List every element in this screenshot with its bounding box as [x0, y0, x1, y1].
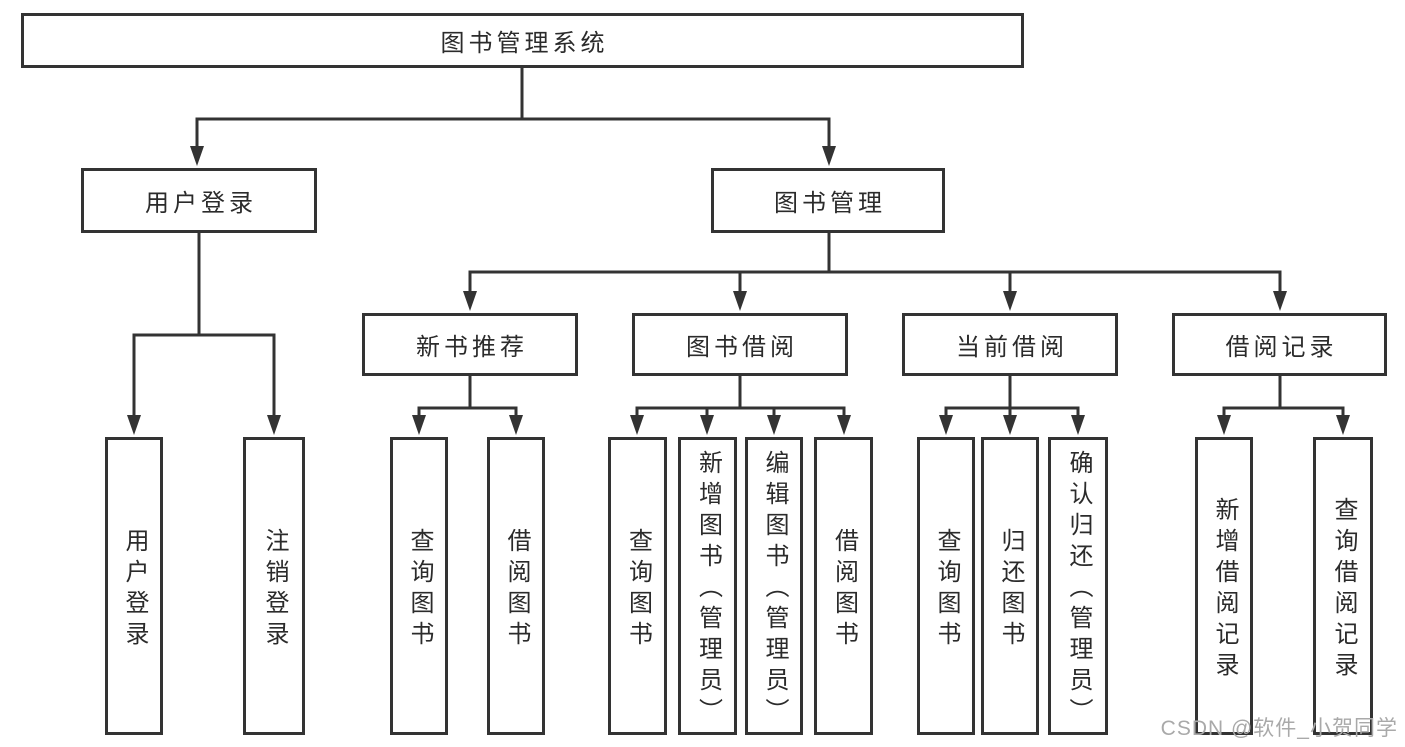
node-user-login: 用户登录 [81, 168, 317, 233]
node-label: 借阅图书 [503, 527, 530, 652]
node-leaf-recommend-query-books: 查询图书 [390, 437, 448, 735]
node-book-borrowing: 图书借阅 [632, 313, 848, 376]
connector-book-management-to-level3 [463, 231, 1287, 311]
node-label: 查询借阅记录 [1330, 496, 1357, 683]
node-leaf-user-login: 用户登录 [105, 437, 163, 735]
node-label: 用户登录 [121, 527, 148, 652]
node-leaf-query-borrow-record: 查询借阅记录 [1313, 437, 1373, 735]
node-label: 查询图书 [933, 527, 960, 652]
connector-user-login-to-leaves [127, 231, 281, 435]
node-label: 借阅图书 [830, 527, 858, 652]
node-leaf-confirm-return-admin: 确认归还（管理员） [1048, 437, 1108, 735]
node-label: 借阅记录 [1225, 334, 1338, 361]
connector-records-to-leaves [1217, 374, 1350, 435]
node-label: 图书管理 [774, 190, 886, 217]
node-book-management: 图书管理 [711, 168, 945, 233]
node-borrowing-records: 借阅记录 [1172, 313, 1387, 376]
node-label: 图书借阅 [686, 334, 798, 361]
node-leaf-add-books-admin: 新增图书（管理员） [678, 437, 737, 735]
node-label: 注销登录 [261, 527, 288, 652]
node-library-management-system: 图书管理系统 [21, 13, 1024, 68]
node-leaf-recommend-borrow-books: 借阅图书 [487, 437, 545, 735]
node-leaf-current-query-books: 查询图书 [917, 437, 975, 735]
connector-recommend-to-leaves [412, 374, 523, 435]
node-leaf-edit-books-admin: 编辑图书（管理员） [745, 437, 803, 735]
node-label: 查询图书 [406, 527, 433, 652]
node-label: 新书推荐 [416, 334, 528, 361]
node-label: 新增借阅记录 [1211, 496, 1238, 683]
node-current-borrowing: 当前借阅 [902, 313, 1118, 376]
node-leaf-borrow-query-books: 查询图书 [608, 437, 667, 735]
node-new-book-recommendation: 新书推荐 [362, 313, 578, 376]
connector-root-to-level2 [190, 66, 836, 166]
node-label: 用户登录 [145, 190, 257, 217]
node-label: 编辑图书（管理员） [761, 450, 788, 729]
node-leaf-borrow-borrow-books: 借阅图书 [814, 437, 873, 735]
connector-current-to-leaves [939, 374, 1085, 435]
node-leaf-return-books: 归还图书 [981, 437, 1039, 735]
node-label: 当前借阅 [956, 334, 1068, 361]
node-leaf-logout: 注销登录 [243, 437, 305, 735]
node-label: 新增图书（管理员） [694, 450, 722, 729]
node-label: 查询图书 [624, 527, 652, 652]
node-label: 归还图书 [997, 527, 1024, 652]
node-label: 确认归还（管理员） [1065, 450, 1092, 729]
node-label: 图书管理系统 [440, 30, 609, 57]
node-leaf-add-borrow-record: 新增借阅记录 [1195, 437, 1253, 735]
watermark: CSDN @软件_小贺同学 [1160, 717, 1398, 740]
connector-borrow-to-leaves [630, 374, 851, 435]
